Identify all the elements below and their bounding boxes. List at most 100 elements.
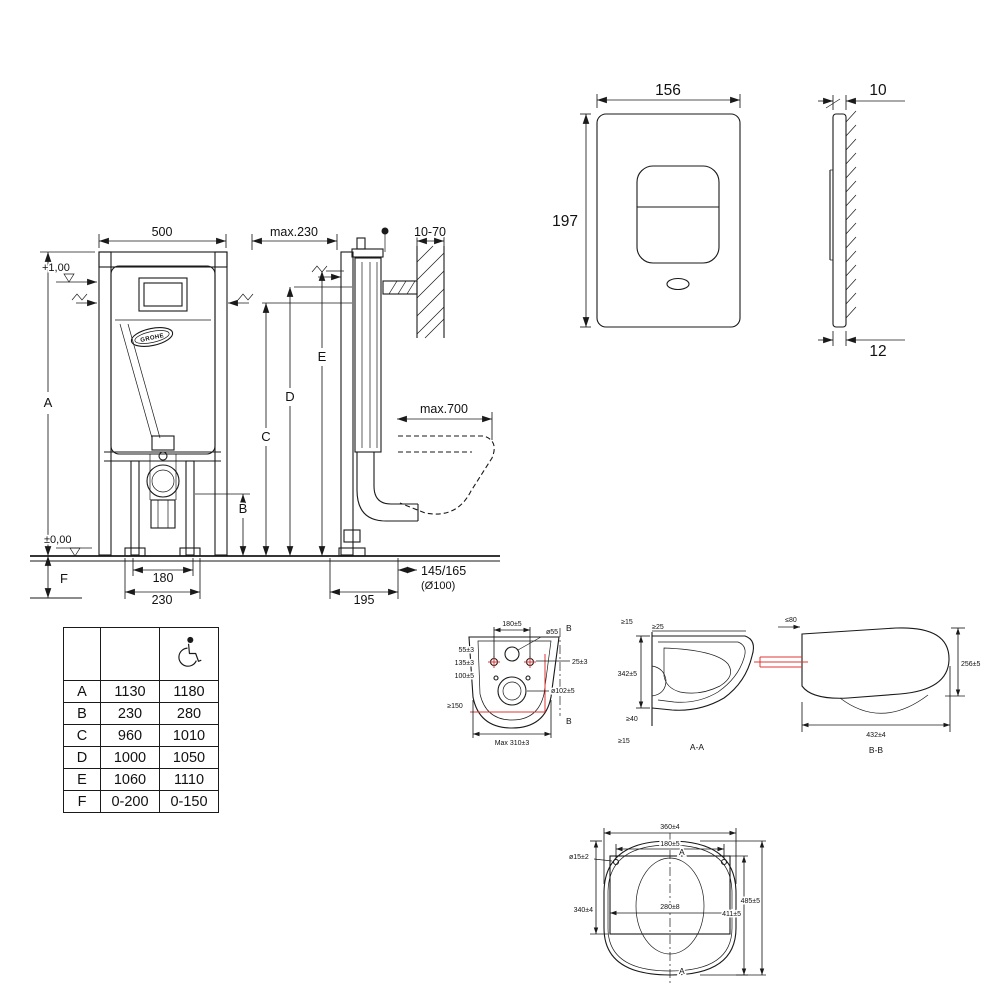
- dim-bolt-spacing: 180±5: [502, 621, 522, 628]
- dim-c3: ≥40: [626, 716, 638, 723]
- table-header-empty-1: [63, 627, 101, 681]
- water-supply-symbol-side: [311, 265, 341, 281]
- row-standard: 1130: [100, 680, 160, 703]
- floor-lines: [30, 555, 500, 599]
- dim-c4: ≥15: [618, 738, 630, 745]
- table-header-empty-2: [100, 627, 160, 681]
- bowl-top-view: 180±5 ø55 B B 55±3 135±3 100±5 25±3 ø102…: [446, 620, 589, 749]
- frame-front-view: GROHE: [71, 251, 254, 557]
- dim-plate-thickness-top: 10: [869, 82, 887, 99]
- row-accessible: 1050: [159, 746, 219, 769]
- dim-E: E: [318, 349, 327, 364]
- dim-outlet: 145/165: [421, 564, 466, 578]
- dim-seat-left: 340±4: [574, 907, 594, 914]
- dim-C: C: [261, 429, 270, 444]
- dim-hole: ø15±2: [569, 854, 589, 861]
- dim-inner-width: 280±8: [660, 904, 680, 911]
- dim-h3: 100±5: [455, 673, 475, 680]
- dim-plate-height: 197: [552, 213, 578, 230]
- bowl-technical-views: 180±5 ø55 B B 55±3 135±3 100±5 25±3 ø102…: [446, 616, 982, 757]
- cut-label-a-bottom: A: [679, 966, 685, 976]
- dimension-table: A 1130 1180 B 230 280 C 960 1010 D 1000 …: [63, 627, 219, 813]
- dim-F: F: [60, 571, 68, 586]
- seat-dimensions: 360±4 180±5 ø15±2 340±4 280±8 411±5: [568, 823, 766, 978]
- dim-seat-width: 360±4: [660, 824, 680, 831]
- water-supply-symbol-right: [228, 293, 254, 307]
- table-row: A 1130 1180: [63, 680, 219, 703]
- dim-le80: ≤80: [785, 617, 797, 624]
- dim-c1: ≥15: [621, 619, 633, 626]
- frame-dimensions: 500 max.230 10-70 A +1,00 ±0,00: [40, 224, 493, 609]
- flush-bend-outer: [356, 452, 418, 522]
- dim-h2: 135±3: [455, 660, 475, 667]
- dim-front-height: 256±5: [961, 661, 981, 668]
- row-accessible: 1110: [159, 768, 219, 791]
- row-standard: 1060: [100, 768, 160, 791]
- row-standard: 0-200: [100, 790, 160, 813]
- row-accessible: 280: [159, 702, 219, 725]
- grohe-logo: GROHE: [130, 327, 174, 347]
- water-supply-symbol-left: [71, 293, 97, 307]
- dim-inlet: ø55: [546, 629, 558, 636]
- dim-anchors: 230: [152, 593, 173, 607]
- wheelchair-icon: [178, 636, 202, 667]
- plate-dimensions: 156 197 10 12: [551, 81, 905, 362]
- table-row: F 0-200 0-150: [63, 790, 219, 813]
- frame-side-view: [311, 227, 495, 557]
- toilet-bowl-dashed-outline: [398, 435, 495, 515]
- dim-B: B: [239, 501, 248, 516]
- dim-A: A: [44, 395, 53, 410]
- fixing-point-dot: [381, 227, 389, 235]
- level-zero: ±0,00: [44, 534, 71, 546]
- row-accessible: 0-150: [159, 790, 219, 813]
- cut-label-b-bottom: B: [566, 716, 572, 726]
- dim-max-width: Max 310±3: [495, 740, 530, 747]
- dim-D: D: [285, 389, 294, 404]
- row-accessible: 1010: [159, 724, 219, 747]
- dim-bowl-depth: max.700: [420, 402, 468, 416]
- cut-label-b-top: B: [566, 623, 572, 633]
- row-key: E: [63, 768, 101, 791]
- row-key: C: [63, 724, 101, 747]
- dim-legs: 180: [153, 571, 174, 585]
- section-bb-label: B-B: [869, 745, 884, 755]
- dim-side: 25±3: [572, 659, 588, 666]
- frame-installation-drawing: GROHE: [30, 224, 500, 609]
- plate-front-view: [596, 113, 741, 328]
- row-key: D: [63, 746, 101, 769]
- dim-depth-bb: 432±4: [866, 732, 886, 739]
- dim-wall-offset: max.230: [270, 225, 318, 239]
- plate-side-hatch: [845, 110, 857, 319]
- dim-seat-depth: 485±5: [741, 898, 761, 905]
- plate-side-view: [825, 98, 857, 328]
- row-standard: 960: [100, 724, 160, 747]
- cut-label-a-top: A: [679, 847, 685, 857]
- dim-height: 342±5: [618, 671, 638, 678]
- dim-outlet-circle: ø102±5: [551, 688, 575, 695]
- dim-h1: 55±3: [458, 647, 474, 654]
- dim-clearance: ≥150: [447, 703, 463, 710]
- brand-text: GROHE: [140, 333, 165, 344]
- seat-outline: [603, 833, 737, 983]
- flush-bend-inner: [373, 452, 418, 505]
- dim-inner-depth: 411±5: [722, 911, 741, 918]
- level-plus-100: +1,00: [42, 262, 70, 274]
- bowl-section-aa: ≥15 ≥25 342±5 ≥40 ≥15 A-A: [616, 618, 754, 754]
- table-row: C 960 1010: [63, 724, 219, 747]
- row-accessible: 1180: [159, 680, 219, 703]
- wall-section-hatch: [416, 245, 445, 339]
- dim-outlet-pipe: (Ø100): [421, 580, 455, 592]
- row-standard: 1000: [100, 746, 160, 769]
- plate-logo-oval: [666, 277, 690, 291]
- dim-frame-width: 500: [152, 225, 173, 239]
- row-key: B: [63, 702, 101, 725]
- table-row: D 1000 1050: [63, 746, 219, 769]
- row-key: A: [63, 680, 101, 703]
- table-row: B 230 280: [63, 702, 219, 725]
- section-aa-label: A-A: [690, 742, 705, 752]
- table-row: E 1060 1110: [63, 768, 219, 791]
- bowl-section-bb: ≤80 256±5 432±4 B-B: [754, 616, 982, 757]
- dim-c2: ≥25: [652, 624, 664, 631]
- dim-seat-bolt-spacing: 180±5: [660, 841, 680, 848]
